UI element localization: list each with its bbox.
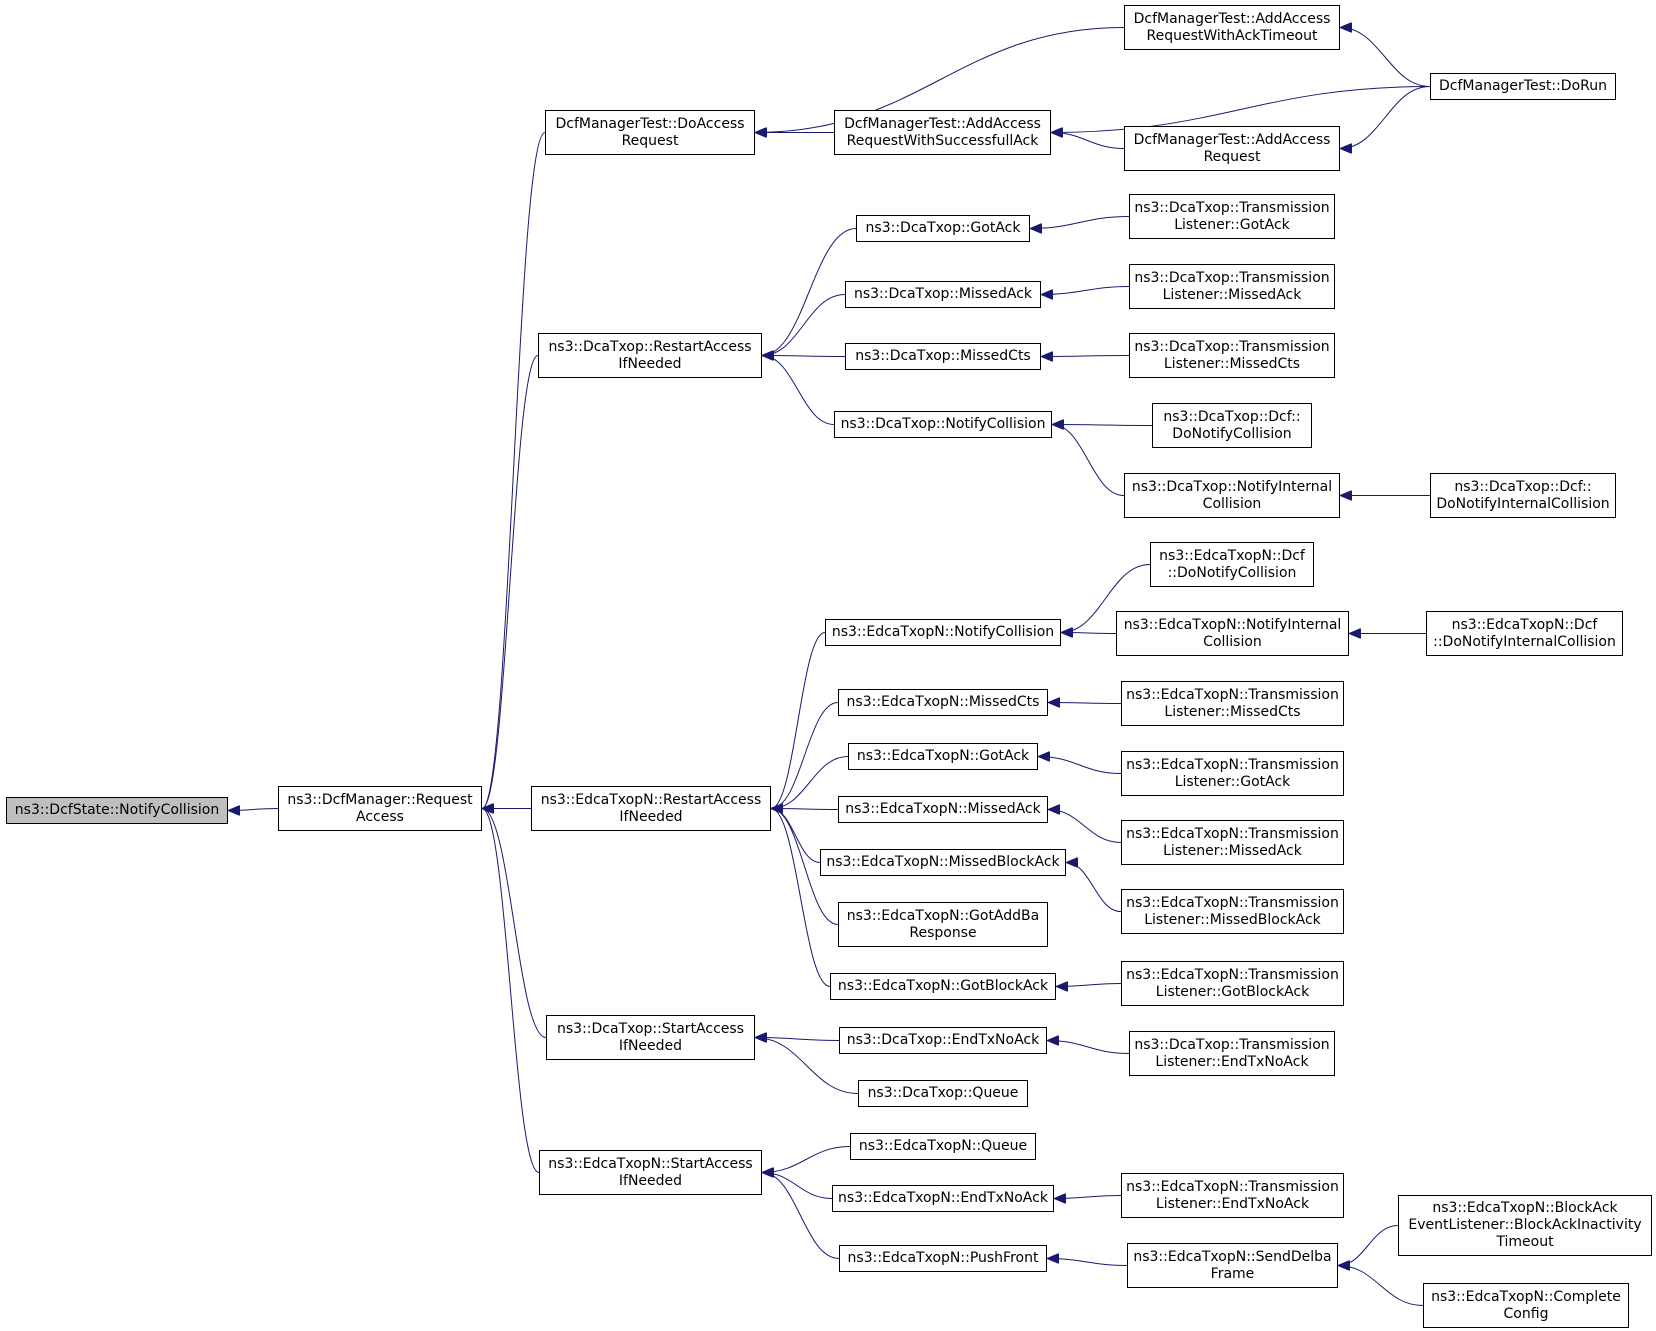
edge-n15-to-n11 xyxy=(1030,216,1130,229)
edge-n30-to-n29 xyxy=(1048,810,1122,843)
edge-n37-to-n36 xyxy=(1047,1041,1130,1054)
node-ns3-edcatxopn-startaccess-ifneeded[interactable]: ns3::EdcaTxopN::StartAccess IfNeeded xyxy=(539,1150,762,1195)
node-ns3-edcatxopn-transmission-listener-missedcts[interactable]: ns3::EdcaTxopN::Transmission Listener::M… xyxy=(1121,681,1344,726)
node-ns3-dcatxop-dcf-donotifyinternalcollision[interactable]: ns3::DcaTxop::Dcf:: DoNotifyInternalColl… xyxy=(1430,473,1616,518)
edge-n14-to-n3 xyxy=(762,356,835,425)
edge-n2-to-n1 xyxy=(481,132,546,809)
node-ns3-dcatxop-notifycollision[interactable]: ns3::DcaTxop::NotifyCollision xyxy=(834,411,1052,438)
node-ns3-dcatxop-restartaccess-ifneeded[interactable]: ns3::DcaTxop::RestartAccess IfNeeded xyxy=(538,333,762,378)
node-ns3-edcatxopn-missedack[interactable]: ns3::EdcaTxopN::MissedAck xyxy=(838,796,1048,823)
edge-n29-to-n4 xyxy=(771,809,839,810)
edge-n25-to-n4 xyxy=(770,702,839,809)
root-node: ns3::DcfState::NotifyCollision xyxy=(6,797,228,824)
edge-n8-to-n2 xyxy=(755,27,1125,133)
edge-n10-to-n9 xyxy=(1340,86,1431,149)
node-ns3-edcatxopn-dcf-donotifycollision[interactable]: ns3::EdcaTxopN::Dcf ::DoNotifyCollision xyxy=(1150,542,1314,587)
node-ns3-dcatxop-gotack[interactable]: ns3::DcaTxop::GotAck xyxy=(856,215,1030,242)
edge-n19-to-n14 xyxy=(1052,425,1125,496)
node-ns3-edcatxopn-gotaddba-response[interactable]: ns3::EdcaTxopN::GotAddBa Response xyxy=(838,902,1048,947)
node-dcfmanagertest-addaccess-requestwithacktimeout[interactable]: DcfManagerTest::AddAccess RequestWithAck… xyxy=(1124,5,1340,50)
node-ns3-edcatxopn-transmission-listener-gotblockack[interactable]: ns3::EdcaTxopN::Transmission Listener::G… xyxy=(1121,961,1344,1006)
node-ns3-edcatxopn-queue[interactable]: ns3::EdcaTxopN::Queue xyxy=(850,1133,1036,1160)
edge-n1-to-n0 xyxy=(228,809,279,811)
edge-n27-to-n4 xyxy=(771,756,849,809)
edge-n18-to-n14 xyxy=(1052,425,1153,426)
edge-n42-to-n6 xyxy=(762,1173,840,1259)
edge-n6-to-n1 xyxy=(481,809,540,1173)
edge-n13-to-n3 xyxy=(762,356,846,357)
node-ns3-edcatxopn-dcf-donotifyinternalcollision[interactable]: ns3::EdcaTxopN::Dcf ::DoNotifyInternalCo… xyxy=(1426,611,1623,656)
node-ns3-dcatxop-endtxnoack[interactable]: ns3::DcaTxop::EndTxNoAck xyxy=(839,1027,1047,1054)
edge-n23-to-n21 xyxy=(1061,633,1117,634)
edge-n44-to-n43 xyxy=(1338,1225,1399,1266)
edge-n39-to-n6 xyxy=(762,1146,851,1173)
node-ns3-edcatxopn-restartaccess-ifneeded[interactable]: ns3::EdcaTxopN::RestartAccess IfNeeded xyxy=(531,786,771,831)
node-ns3-dcatxop-dcf-donotifycollision[interactable]: ns3::DcaTxop::Dcf:: DoNotifyCollision xyxy=(1152,403,1312,448)
node-ns3-edcatxopn-gotblockack[interactable]: ns3::EdcaTxopN::GotBlockAck xyxy=(830,973,1056,1000)
edge-n9-to-n7 xyxy=(1051,133,1125,149)
node-ns3-dcfmanager-request-access[interactable]: ns3::DcfManager::Request Access xyxy=(278,786,482,831)
edge-n21-to-n4 xyxy=(770,632,826,809)
node-dcfmanagertest-addaccess-request[interactable]: DcfManagerTest::AddAccess Request xyxy=(1124,126,1340,171)
edge-n34-to-n4 xyxy=(770,809,831,987)
edge-n40-to-n6 xyxy=(762,1173,833,1199)
node-ns3-dcatxop-queue[interactable]: ns3::DcaTxop::Queue xyxy=(858,1080,1028,1107)
node-ns3-edcatxopn-missedcts[interactable]: ns3::EdcaTxopN::MissedCts xyxy=(838,689,1048,716)
node-ns3-dcatxop-transmission-listener-missedcts[interactable]: ns3::DcaTxop::Transmission Listener::Mis… xyxy=(1129,333,1335,378)
edge-n28-to-n27 xyxy=(1038,757,1122,774)
node-ns3-dcatxop-transmission-listener-endtxnoack[interactable]: ns3::DcaTxop::Transmission Listener::End… xyxy=(1129,1031,1335,1076)
node-ns3-edcatxopn-gotack[interactable]: ns3::EdcaTxopN::GotAck xyxy=(848,743,1038,770)
node-ns3-dcatxop-transmission-listener-missedack[interactable]: ns3::DcaTxop::Transmission Listener::Mis… xyxy=(1129,264,1335,309)
edge-n11-to-n3 xyxy=(762,228,857,356)
edge-n10-to-n7 xyxy=(1051,86,1431,133)
node-ns3-edcatxopn-senddelba-frame[interactable]: ns3::EdcaTxopN::SendDelba Frame xyxy=(1127,1243,1338,1288)
node-ns3-edcatxopn-complete-config[interactable]: ns3::EdcaTxopN::Complete Config xyxy=(1423,1283,1629,1328)
edge-n12-to-n3 xyxy=(762,294,846,356)
edge-n35-to-n34 xyxy=(1056,984,1122,987)
edge-n22-to-n21 xyxy=(1061,564,1151,633)
edge-n17-to-n13 xyxy=(1041,356,1130,357)
node-ns3-dcatxop-missedack[interactable]: ns3::DcaTxop::MissedAck xyxy=(845,281,1041,308)
node-dcfmanagertest-addaccess-requestwithsuccessfullack[interactable]: DcfManagerTest::AddAccess RequestWithSuc… xyxy=(834,110,1051,155)
node-ns3-edcatxopn-endtxnoack[interactable]: ns3::EdcaTxopN::EndTxNoAck xyxy=(832,1185,1054,1212)
node-ns3-dcatxop-transmission-listener-gotack[interactable]: ns3::DcaTxop::Transmission Listener::Got… xyxy=(1129,194,1335,239)
node-ns3-edcatxopn-notifycollision[interactable]: ns3::EdcaTxopN::NotifyCollision xyxy=(825,619,1061,646)
edge-layer xyxy=(228,27,1431,1306)
node-dcfmanagertest-dorun[interactable]: DcfManagerTest::DoRun xyxy=(1430,73,1616,100)
node-ns3-edcatxopn-transmission-listener-missedblockack[interactable]: ns3::EdcaTxopN::Transmission Listener::M… xyxy=(1121,889,1344,934)
node-dcfmanagertest-doaccess-request[interactable]: DcfManagerTest::DoAccess Request xyxy=(545,110,755,155)
node-ns3-edcatxopn-pushfront[interactable]: ns3::EdcaTxopN::PushFront xyxy=(839,1245,1047,1272)
node-ns3-edcatxopn-blockack-eventlistener-blockackinactivity-timeout[interactable]: ns3::EdcaTxopN::BlockAck EventListener::… xyxy=(1398,1195,1652,1256)
edge-n5-to-n1 xyxy=(481,809,547,1038)
node-ns3-edcatxopn-missedblockack[interactable]: ns3::EdcaTxopN::MissedBlockAck xyxy=(820,849,1066,876)
edge-n45-to-n43 xyxy=(1338,1266,1424,1306)
edge-n3-to-n1 xyxy=(481,355,539,809)
edge-n43-to-n42 xyxy=(1047,1259,1128,1266)
node-ns3-edcatxopn-notifyinternal-collision[interactable]: ns3::EdcaTxopN::NotifyInternal Collision xyxy=(1116,611,1349,656)
node-ns3-edcatxopn-transmission-listener-endtxnoack[interactable]: ns3::EdcaTxopN::Transmission Listener::E… xyxy=(1121,1173,1344,1218)
edge-n41-to-n40 xyxy=(1054,1196,1122,1199)
edge-n32-to-n31 xyxy=(1065,863,1122,912)
node-ns3-edcatxopn-transmission-listener-missedack[interactable]: ns3::EdcaTxopN::Transmission Listener::M… xyxy=(1121,820,1344,865)
edge-n16-to-n12 xyxy=(1041,286,1130,295)
edge-n31-to-n4 xyxy=(770,809,821,863)
edge-n38-to-n5 xyxy=(755,1038,859,1094)
node-ns3-dcatxop-notifyinternal-collision[interactable]: ns3::DcaTxop::NotifyInternal Collision xyxy=(1124,473,1340,518)
edge-n10-to-n8 xyxy=(1340,28,1431,87)
node-ns3-dcatxop-startaccess-ifneeded[interactable]: ns3::DcaTxop::StartAccess IfNeeded xyxy=(546,1015,755,1060)
node-ns3-edcatxopn-transmission-listener-gotack[interactable]: ns3::EdcaTxopN::Transmission Listener::G… xyxy=(1121,751,1344,796)
edge-n26-to-n25 xyxy=(1048,703,1122,704)
node-ns3-dcatxop-missedcts[interactable]: ns3::DcaTxop::MissedCts xyxy=(845,343,1041,370)
